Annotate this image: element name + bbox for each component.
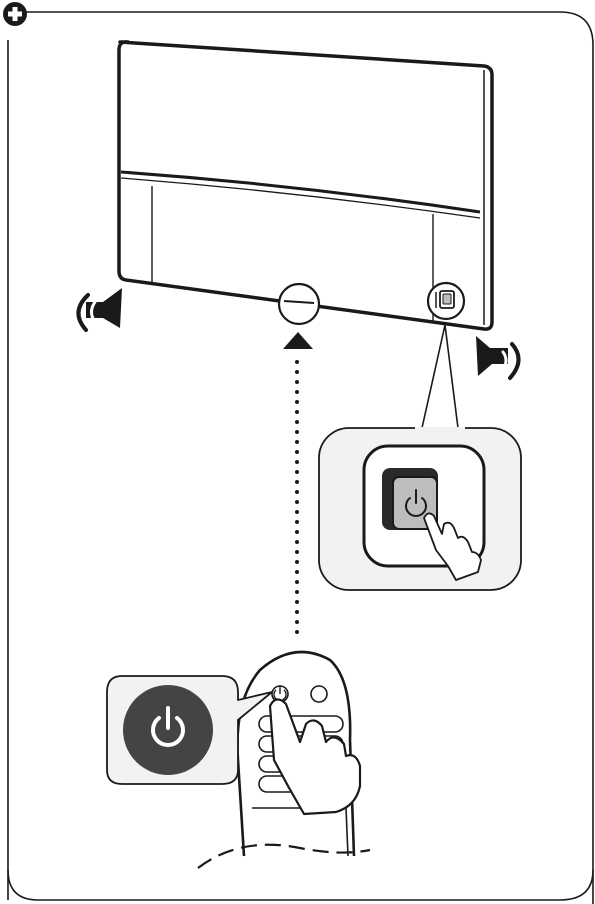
pointing-hand-icon — [268, 698, 362, 816]
pointing-hand-icon — [423, 512, 482, 581]
power-symbol-icon — [405, 489, 427, 517]
tv-power-button-icon — [426, 281, 466, 321]
arrow-up-icon — [283, 332, 313, 349]
ir-signal-dotted-line — [295, 360, 299, 634]
plus-circle-icon — [3, 2, 27, 26]
power-symbol-icon — [151, 706, 185, 747]
speaker-left-icon — [76, 288, 122, 332]
remote-power-callout — [106, 675, 273, 785]
tv-power-button-callout — [318, 324, 522, 591]
figure-frame — [7, 11, 594, 904]
speaker-right-icon — [476, 336, 521, 380]
ir-sensor-icon — [277, 282, 321, 326]
